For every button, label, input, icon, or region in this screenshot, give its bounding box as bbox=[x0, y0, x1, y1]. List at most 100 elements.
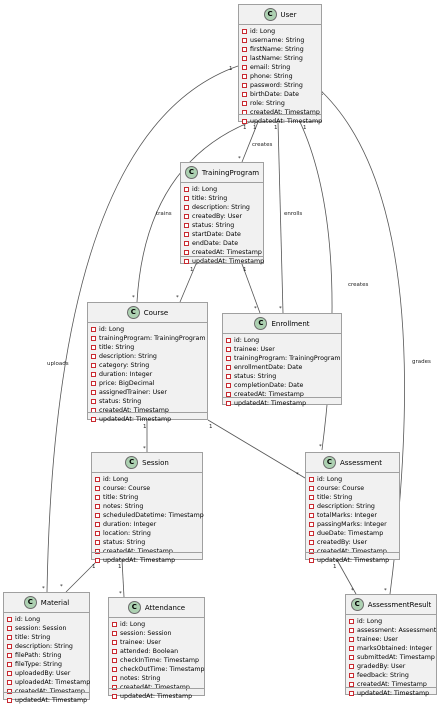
private-field-icon bbox=[7, 662, 12, 667]
attribute-row: notes: String bbox=[112, 674, 201, 683]
edge-label-uploads: uploads bbox=[47, 361, 69, 367]
class-name: User bbox=[280, 10, 297, 19]
attribute-text: description: String bbox=[15, 643, 73, 650]
attribute-row: attended: Boolean bbox=[112, 647, 201, 656]
private-field-icon bbox=[226, 383, 231, 388]
attribute-text: gradedBy: User bbox=[357, 663, 406, 670]
private-field-icon bbox=[309, 522, 314, 527]
attribute-text: status: String bbox=[103, 539, 146, 546]
attribute-text: submittedAt: Timestamp bbox=[357, 654, 435, 661]
attribute-row: status: String bbox=[91, 397, 204, 406]
edge-assessment-result bbox=[336, 559, 357, 595]
attribute-text: notes: String bbox=[103, 503, 144, 510]
methods-compartment bbox=[346, 687, 436, 694]
class-badge-icon: C bbox=[323, 456, 336, 469]
attribute-row: id: Long bbox=[184, 185, 260, 194]
attribute-text: email: String bbox=[250, 64, 291, 71]
attribute-text: role: String bbox=[250, 100, 285, 107]
attribute-text: course: Course bbox=[317, 485, 365, 492]
attribute-row: id: Long bbox=[91, 325, 204, 334]
private-field-icon bbox=[7, 653, 12, 658]
private-field-icon bbox=[95, 477, 100, 482]
private-field-icon bbox=[112, 694, 117, 699]
attribute-row: trainee: User bbox=[226, 345, 338, 354]
private-field-icon bbox=[95, 522, 100, 527]
class-name: Material bbox=[40, 598, 70, 607]
class-badge-icon: C bbox=[350, 598, 364, 611]
attribute-text: assessment: Assessment bbox=[357, 627, 437, 634]
attribute-text: updatedAt: Timestamp bbox=[120, 693, 193, 700]
class-name: Course bbox=[143, 308, 169, 317]
methods-compartment bbox=[109, 688, 204, 695]
attribute-row: id: Long bbox=[226, 336, 338, 345]
attribute-row: uploadedBy: User bbox=[7, 669, 86, 678]
attribute-row: assessment: Assessment bbox=[349, 626, 437, 635]
mult-session-attendance: 1 bbox=[118, 564, 122, 570]
edge-session-material bbox=[65, 559, 99, 593]
mult-enrollment-program: * bbox=[254, 306, 257, 312]
edge-grades bbox=[317, 87, 405, 595]
attribute-text: duration: Integer bbox=[99, 371, 153, 378]
attribute-row: title: String bbox=[184, 194, 260, 203]
class-badge-icon: C bbox=[126, 306, 140, 319]
attribute-row: startDate: Date bbox=[184, 230, 260, 239]
attribute-row: updatedAt: Timestamp bbox=[112, 692, 201, 701]
attribute-row: id: Long bbox=[242, 27, 318, 36]
private-field-icon bbox=[309, 504, 314, 509]
attribute-row: title: String bbox=[95, 493, 199, 502]
attribute-text: birthDate: Date bbox=[250, 91, 300, 98]
attribute-text: session: Session bbox=[15, 625, 67, 632]
mult-attendance-session: * bbox=[119, 591, 122, 597]
attribute-text: updatedAt: Timestamp bbox=[15, 697, 88, 704]
attribute-text: category: String bbox=[99, 362, 150, 369]
class-badge-icon: C bbox=[254, 317, 268, 330]
methods-compartment bbox=[306, 552, 399, 559]
class-name: Session bbox=[142, 458, 169, 467]
mult-user-material: 1 bbox=[229, 66, 233, 72]
attribute-text: createdAt: Timestamp bbox=[192, 249, 262, 256]
mult-user-enrollment: 1 bbox=[274, 125, 278, 131]
private-field-icon bbox=[95, 549, 100, 554]
methods-compartment bbox=[88, 412, 207, 419]
attribute-row: phone: String bbox=[242, 72, 318, 81]
attribute-row: id: Long bbox=[112, 620, 201, 629]
attribute-row: createdAt: Timestamp bbox=[112, 683, 201, 692]
attribute-text: feedback: String bbox=[357, 672, 409, 679]
mult-result-user: * bbox=[384, 588, 387, 594]
class-name: Assessment bbox=[340, 458, 382, 467]
edge-label-enrolls: enrolls bbox=[284, 211, 302, 217]
edge-label-grades: grades bbox=[412, 359, 431, 365]
attribute-text: course: Course bbox=[103, 485, 151, 492]
edge-label-trains: trains bbox=[156, 211, 172, 217]
attribute-text: completionDate: Date bbox=[234, 382, 304, 389]
attribute-text: id: Long bbox=[192, 186, 218, 193]
attribute-text: startDate: Date bbox=[192, 231, 241, 238]
private-field-icon bbox=[91, 345, 96, 350]
attribute-text: createdBy: User bbox=[317, 539, 368, 546]
attribute-row: description: String bbox=[91, 352, 204, 361]
attribute-row: session: Session bbox=[112, 629, 201, 638]
attribute-row: fileType: String bbox=[7, 660, 86, 669]
attribute-text: createdAt: Timestamp bbox=[120, 684, 190, 691]
attribute-row: createdBy: User bbox=[309, 538, 396, 547]
attribute-row: category: String bbox=[91, 361, 204, 370]
attribute-row: firstName: String bbox=[242, 45, 318, 54]
attribute-row: id: Long bbox=[7, 615, 86, 624]
attribute-row: duration: Integer bbox=[91, 370, 204, 379]
